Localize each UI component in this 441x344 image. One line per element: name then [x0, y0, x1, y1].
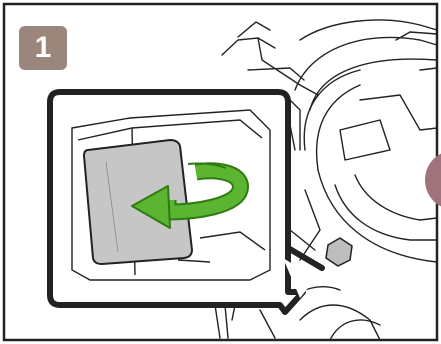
- step-number-badge: 1: [19, 26, 67, 70]
- switch-location: [326, 238, 352, 266]
- accent-circle: [425, 150, 441, 210]
